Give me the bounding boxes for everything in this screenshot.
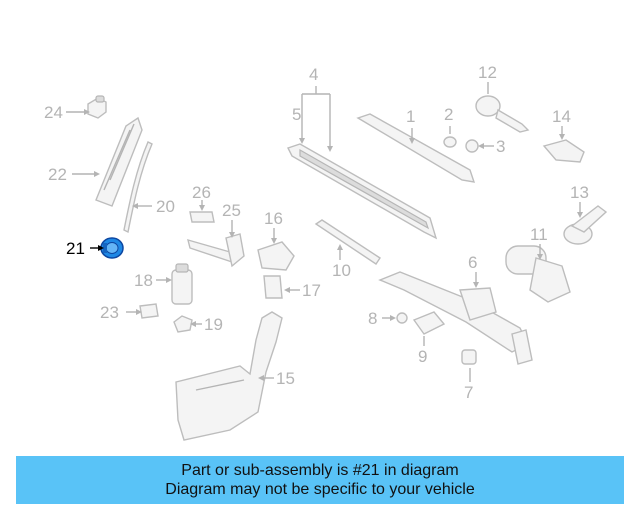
part-2[interactable] (443, 136, 457, 148)
part-15[interactable] (175, 311, 283, 441)
callout-10: 10 (332, 261, 351, 280)
part-4-5[interactable] (287, 143, 438, 240)
part-9[interactable] (412, 311, 446, 335)
callout-16: 16 (264, 209, 283, 228)
callout-25: 25 (222, 201, 241, 220)
part-6[interactable] (378, 271, 533, 365)
callout-9: 9 (418, 347, 427, 366)
arrow-22 (94, 171, 100, 177)
part-23[interactable] (139, 303, 159, 319)
arrow-19 (190, 321, 196, 327)
arrow-10 (337, 244, 343, 250)
part-18[interactable] (171, 263, 193, 305)
part-1[interactable] (356, 113, 476, 183)
callout-17: 17 (302, 281, 321, 300)
arrow-20 (132, 203, 138, 209)
part-3[interactable] (465, 139, 479, 153)
arrow-5 (299, 138, 305, 144)
callout-4: 4 (309, 65, 318, 84)
part-14[interactable] (542, 139, 585, 163)
callout-8: 8 (368, 309, 377, 328)
part-20[interactable] (123, 141, 153, 234)
part-7[interactable] (461, 349, 477, 365)
callout-26: 26 (192, 183, 211, 202)
leader-4-5 (301, 86, 331, 148)
arrow-15 (258, 375, 264, 381)
callout-18: 18 (134, 271, 153, 290)
callout-12: 12 (478, 63, 497, 82)
arrow-24 (84, 109, 90, 115)
part-21[interactable] (100, 237, 124, 259)
part-17[interactable] (263, 275, 283, 299)
arrow-18 (166, 277, 172, 283)
callout-3: 3 (496, 137, 505, 156)
part-16[interactable] (257, 241, 295, 271)
callout-13: 13 (570, 183, 589, 202)
callout-23: 23 (100, 303, 119, 322)
arrow-21 (98, 245, 104, 251)
part-8[interactable] (396, 312, 408, 324)
callout-5: 5 (292, 105, 301, 124)
callout-14: 14 (552, 107, 571, 126)
callout-24: 24 (44, 103, 63, 122)
arrow-11 (537, 254, 543, 260)
part-13[interactable] (563, 205, 608, 245)
callout-15: 15 (276, 369, 295, 388)
arrow-1 (409, 138, 415, 144)
callout-19: 19 (204, 315, 223, 334)
part-11[interactable] (505, 245, 571, 303)
callout-7: 7 (464, 383, 473, 402)
arrow-4 (327, 146, 333, 152)
callout-2: 2 (444, 105, 453, 124)
part-22[interactable] (95, 116, 143, 207)
banner-line-disclaimer: Diagram may not be specific to your vehi… (165, 481, 475, 498)
arrow-13 (577, 212, 583, 218)
part-26[interactable] (189, 211, 215, 223)
banner-line-part: Part or sub-assembly is #21 in diagram (181, 462, 459, 479)
callout-20: 20 (156, 197, 175, 216)
callout-21: 21 (66, 239, 85, 258)
part-12[interactable] (475, 95, 530, 133)
callout-22: 22 (48, 165, 67, 184)
part-10[interactable] (314, 219, 381, 265)
arrow-25 (229, 232, 235, 238)
callout-6: 6 (468, 253, 477, 272)
part-19[interactable] (173, 315, 193, 333)
part-24[interactable] (87, 95, 107, 119)
arrow-16 (271, 238, 277, 244)
callout-1: 1 (406, 107, 415, 126)
arrow-17 (284, 287, 290, 293)
arrow-8 (390, 315, 396, 321)
arrow-26 (199, 205, 205, 211)
part-25[interactable] (187, 233, 245, 268)
arrow-14 (559, 134, 565, 140)
arrow-23 (136, 309, 142, 315)
info-banner: Part or sub-assembly is #21 in diagram D… (16, 456, 624, 504)
callout-11: 11 (530, 225, 548, 244)
arrow-3 (478, 143, 484, 149)
arrow-6 (473, 282, 479, 288)
